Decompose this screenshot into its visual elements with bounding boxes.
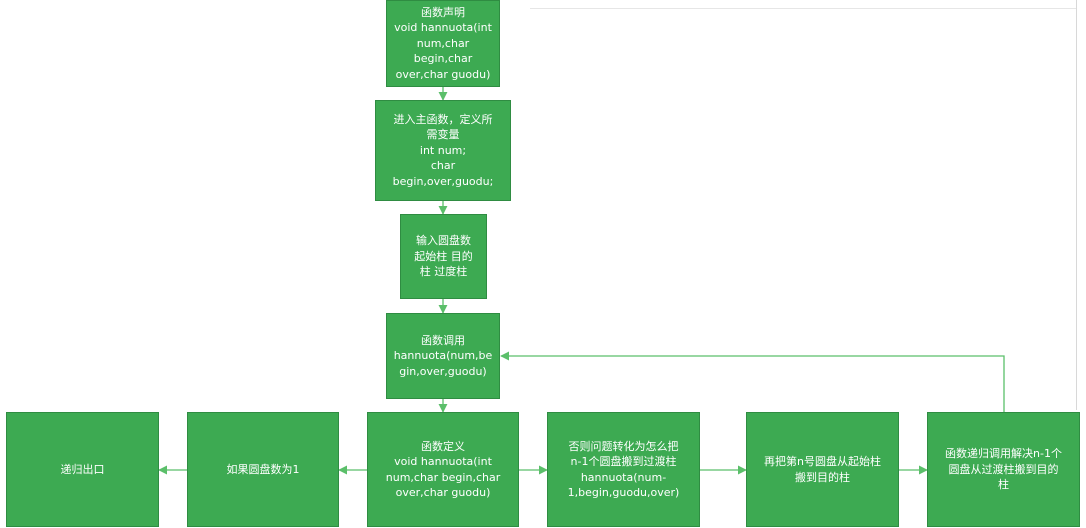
node-text-line: 圆盘从过渡柱搬到目的 <box>948 462 1059 476</box>
node-text-line: void hannuota(int <box>394 21 492 35</box>
node-text-line: n-1个圆盘搬到过渡柱 <box>570 455 677 468</box>
node-text-line: begin,over,guodu; <box>392 174 494 188</box>
node-text-line: gin,over,guodu) <box>399 364 487 378</box>
node-text-line: over,char guodu) <box>395 67 491 81</box>
node-text-line: 起始柱 目的 <box>414 249 473 263</box>
node-text-line: char <box>430 159 456 173</box>
node-text-line: 柱 <box>998 478 1009 492</box>
node-text-line: 递归出口 <box>60 462 105 476</box>
node-text-line: 输入圆盘数 <box>416 234 471 248</box>
node-input: 输入圆盘数起始柱 目的柱 过度柱 <box>400 214 487 299</box>
node-text-line: begin,char <box>413 52 473 66</box>
node-exit: 递归出口 <box>6 412 159 527</box>
node-text-line: 需变量 <box>426 128 460 142</box>
node-text-line: 函数定义 <box>421 439 465 453</box>
node-move-nth: 再把第n号圆盘从起始柱搬到目的柱 <box>746 412 899 527</box>
node-text-line: 柱 过度柱 <box>419 265 468 279</box>
node-text-line: 搬到目的柱 <box>795 470 850 484</box>
node-text-line: hannuota(num- <box>580 470 667 484</box>
arrow-recurse-back-to-call <box>500 351 1005 412</box>
node-definition: 函数定义 void hannuota(int num,char begin,char… <box>367 412 519 527</box>
node-text-line: num,char <box>416 36 470 50</box>
node-text-line: 函数声明 <box>421 5 465 19</box>
node-text-line: num,char begin,char <box>385 470 501 484</box>
node-text-line: 如果圆盘数为1 <box>226 462 300 476</box>
node-text-line: 否则问题转化为怎么把 <box>568 439 679 453</box>
node-text-line: hannuota(num,be <box>393 349 493 363</box>
node-if-one: 如果圆盘数为1 <box>187 412 339 527</box>
node-text-line: over,char guodu) <box>395 486 491 499</box>
node-recurse: 函数递归调用解决n-1个圆盘从过渡柱搬到目的柱 <box>927 412 1080 527</box>
node-text-line: 进入主函数，定义所 <box>393 112 493 126</box>
node-text-line: 再把第n号圆盘从起始柱 <box>764 455 881 468</box>
frame-border-top <box>530 8 1076 9</box>
node-text-line: 函数调用 <box>421 333 465 347</box>
node-else-move: 否则问题转化为怎么把 n-1个圆盘搬到过渡柱 hannuota(num- 1,begi… <box>547 412 700 527</box>
node-text-line: int num; <box>419 143 467 157</box>
node-text-line: void hannuota(int <box>394 455 492 468</box>
node-text-line: 函数递归调用解决n-1个 <box>945 447 1062 461</box>
node-text-line: 1,begin,guodu,over) <box>567 486 680 499</box>
frame-border-right <box>1076 0 1077 410</box>
